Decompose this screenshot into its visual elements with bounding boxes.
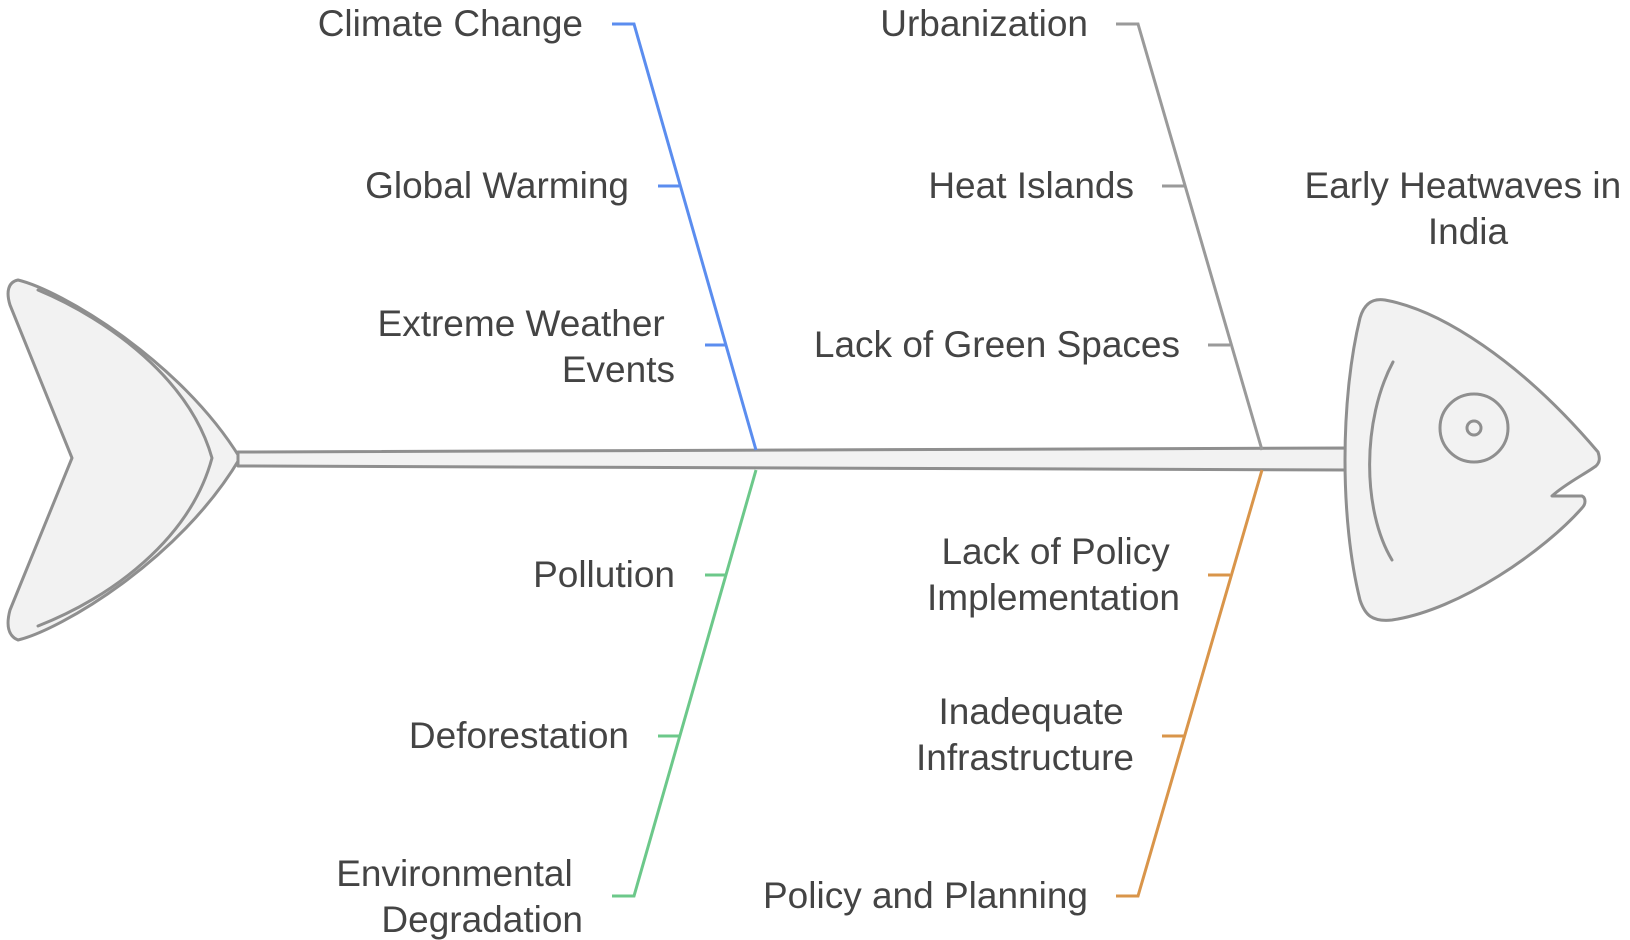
bone-environmental-degradation bbox=[612, 469, 758, 898]
branch-climate-change: Climate Change Global Warming Extreme We… bbox=[318, 3, 758, 451]
category-label-climate-change: Climate Change bbox=[318, 3, 583, 44]
fish-spine bbox=[236, 446, 1352, 472]
fish-pupil bbox=[1465, 419, 1483, 437]
bone-policy-and-planning bbox=[1116, 469, 1264, 898]
branch-urbanization: Urbanization Heat Islands Lack of Green … bbox=[814, 3, 1264, 451]
fish-tail bbox=[6, 278, 242, 642]
fish-gill-line bbox=[1368, 360, 1395, 562]
bone-urbanization bbox=[1116, 22, 1264, 451]
branch-environmental-degradation: Pollution Deforestation Environmental De… bbox=[336, 469, 758, 940]
cause-label-pollution: Pollution bbox=[533, 554, 675, 595]
branch-policy-and-planning: Lack of Policy Implementation Inadequate… bbox=[763, 469, 1264, 916]
category-label-urbanization: Urbanization bbox=[880, 3, 1088, 44]
cause-label-extreme-weather: Extreme Weather Events bbox=[378, 303, 675, 390]
cause-label-inadequate-infrastructure: Inadequate Infrastructure bbox=[916, 691, 1134, 778]
cause-label-global-warming: Global Warming bbox=[365, 165, 629, 206]
effect-label: Early Heatwaves in India bbox=[1305, 165, 1630, 252]
bone-climate-change bbox=[612, 22, 758, 451]
cause-label-lack-of-policy: Lack of Policy Implementation bbox=[927, 531, 1180, 618]
cause-label-deforestation: Deforestation bbox=[409, 715, 629, 756]
category-label-environmental-degradation: Environmental Degradation bbox=[336, 853, 583, 940]
fish-tail-inner-line bbox=[36, 288, 214, 628]
cause-label-lack-green-spaces: Lack of Green Spaces bbox=[814, 324, 1180, 365]
category-label-policy-and-planning: Policy and Planning bbox=[763, 875, 1088, 916]
cause-label-heat-islands: Heat Islands bbox=[928, 165, 1134, 206]
